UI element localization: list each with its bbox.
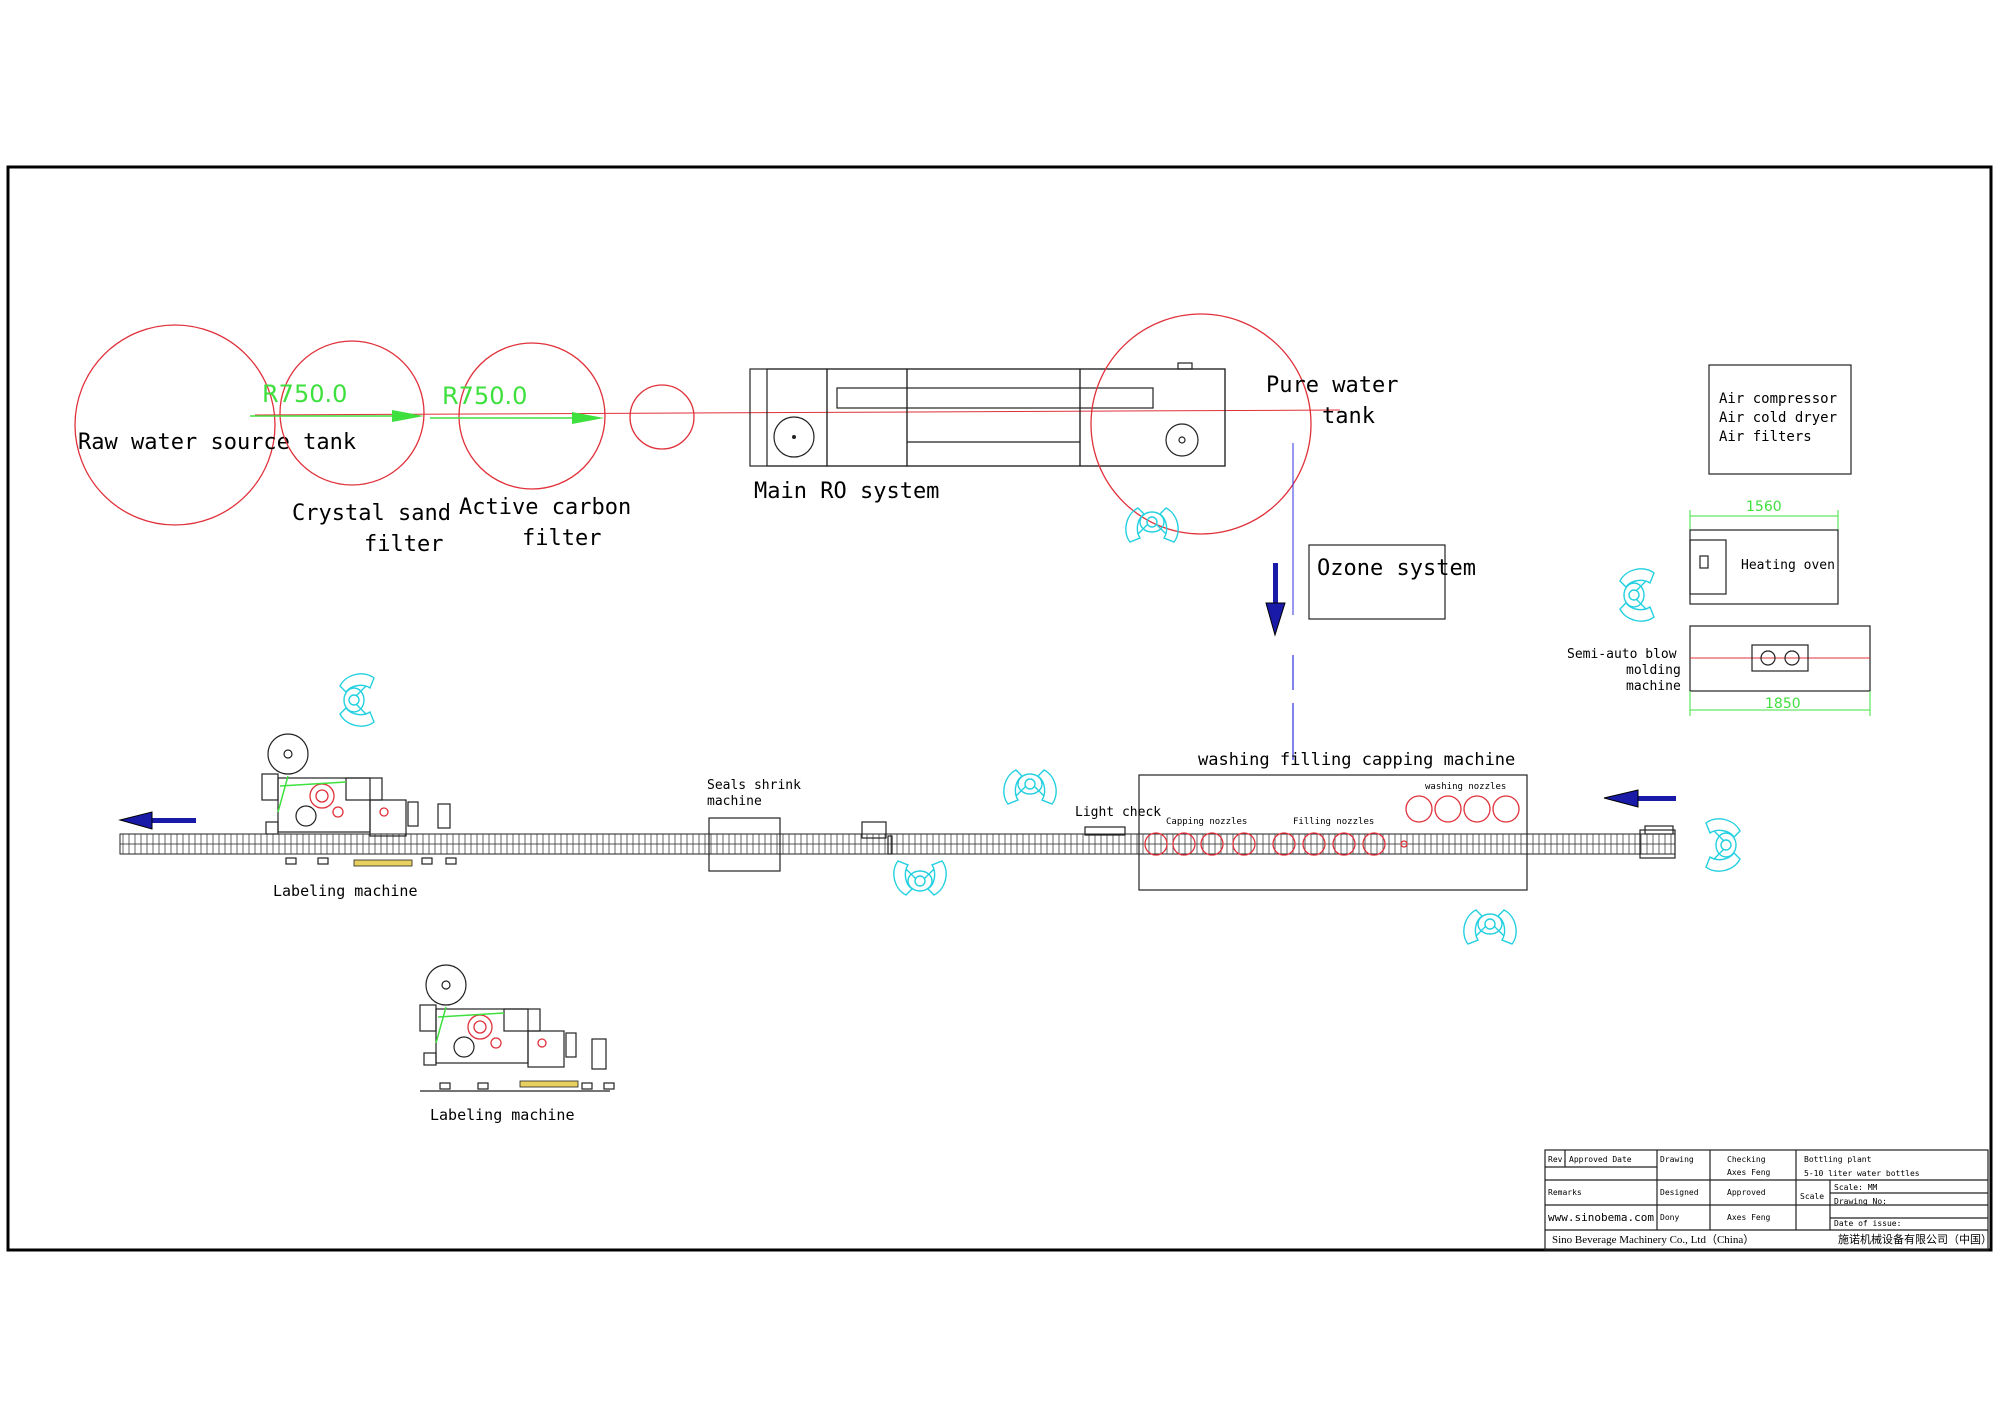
main-ro-label: Main RO system	[754, 479, 939, 504]
pure-water-label-1: Pure water	[1266, 373, 1398, 398]
capping-nozzles-label: Capping nozzles	[1166, 817, 1247, 827]
dimension-1560: 1560	[1746, 499, 1782, 515]
ozone-system	[1308, 544, 1446, 620]
tb-remarks: Remarks	[1548, 1188, 1582, 1197]
raw-water-tank	[74, 324, 276, 526]
tb-designer: Dony	[1660, 1213, 1679, 1222]
air-label-1: Air compressor	[1719, 391, 1837, 407]
tb-company-cn: 施诺机械设备有限公司（中国）	[1838, 1232, 1992, 1246]
water-flow-line	[254, 409, 1341, 416]
output-arrow-left	[118, 811, 196, 830]
washing-filling-label: washing filling capping machine	[1198, 750, 1515, 770]
operator-5	[893, 860, 947, 896]
tb-drawing: Drawing	[1660, 1155, 1694, 1164]
tb-project-1: Bottling plant	[1804, 1155, 1872, 1164]
washing-nozzles-label: washing nozzles	[1425, 782, 1506, 792]
tb-approver: Axes Feng	[1727, 1213, 1771, 1222]
active-carbon-label-2: filter	[522, 526, 601, 551]
radius-label-2: R750.0	[442, 382, 527, 410]
seals-shrink-machine	[708, 817, 781, 872]
tb-website: www.sinobema.com	[1548, 1211, 1654, 1224]
tb-checking: Checking	[1727, 1155, 1766, 1164]
dimension-arrow-1	[392, 410, 424, 422]
pure-water-label-2: tank	[1322, 404, 1375, 429]
dimension-1850: 1850	[1765, 696, 1801, 712]
active-carbon-filter	[458, 342, 606, 490]
operator-1	[1125, 507, 1179, 543]
heating-oven-label: Heating oven	[1741, 558, 1835, 573]
tb-approved-date: Approved Date	[1569, 1155, 1632, 1164]
raw-water-tank-label: Raw water source tank	[78, 430, 356, 455]
tb-approved: Approved	[1727, 1188, 1766, 1197]
operator-4	[1003, 769, 1057, 805]
tb-checking-name: Axes Feng	[1727, 1168, 1771, 1177]
operator-7	[1463, 909, 1517, 945]
labeling-machine-label-2: Labeling machine	[430, 1106, 575, 1124]
active-carbon-label-1: Active carbon	[459, 495, 631, 520]
operator-6	[1705, 818, 1741, 872]
tb-date-of-issue: Date of issue:	[1834, 1219, 1901, 1228]
tb-scale: Scale	[1800, 1192, 1824, 1201]
light-check-box	[1084, 826, 1126, 836]
dimension-arrow-2	[572, 412, 604, 424]
heating-oven	[1689, 510, 1839, 605]
drawing-frame	[6, 165, 1993, 1252]
blow-molding-label-1: Semi-auto blow	[1567, 647, 1677, 662]
blow-molding-machine	[1689, 625, 1871, 716]
air-label-2: Air cold dryer	[1719, 410, 1837, 426]
air-equipment-box	[1708, 364, 1852, 475]
seals-shrink-label-2: machine	[707, 794, 762, 809]
tb-drawing-no: Drawing No:	[1834, 1197, 1887, 1206]
input-arrow-left	[1603, 789, 1676, 808]
crystal-sand-label-2: filter	[364, 532, 443, 557]
bottle-conveyor	[119, 825, 1676, 859]
title-block	[1544, 1149, 1989, 1251]
conveyor-device-2	[887, 835, 893, 855]
blow-molding-label-2: molding	[1626, 663, 1681, 678]
seals-shrink-label-1: Seals shrink	[707, 778, 801, 793]
main-ro-system	[749, 362, 1226, 467]
operator-3	[339, 673, 375, 727]
conveyor-device-1	[861, 821, 887, 839]
flow-down-arrow	[1265, 563, 1286, 637]
washing-filling-capping-machine	[1138, 774, 1528, 891]
light-check-label: Light check	[1075, 805, 1161, 820]
labeling-machine-1	[261, 733, 457, 867]
pure-water-tank	[1090, 313, 1312, 535]
labeling-machine-label-1: Labeling machine	[273, 882, 418, 900]
radius-label-1: R750.0	[262, 380, 347, 408]
filling-nozzles-label: Filling nozzles	[1293, 817, 1374, 827]
tb-project-2: 5-10 liter water bottles	[1804, 1169, 1920, 1178]
air-label-3: Air filters	[1719, 429, 1812, 445]
blow-molding-label-3: machine	[1626, 679, 1681, 694]
labeling-machine-2	[419, 964, 615, 1092]
crystal-sand-filter	[279, 340, 425, 486]
tb-designed: Designed	[1660, 1188, 1699, 1197]
tb-rev: Rev.	[1548, 1155, 1567, 1164]
tb-scale-value: Scale: MM	[1834, 1183, 1878, 1192]
crystal-sand-label-1: Crystal sand	[292, 501, 451, 526]
tb-company-en: Sino Beverage Machinery Co., Ltd（China）	[1552, 1233, 1754, 1246]
precision-filter	[629, 384, 695, 450]
ozone-label: Ozone system	[1317, 556, 1476, 581]
operator-2	[1619, 568, 1655, 622]
